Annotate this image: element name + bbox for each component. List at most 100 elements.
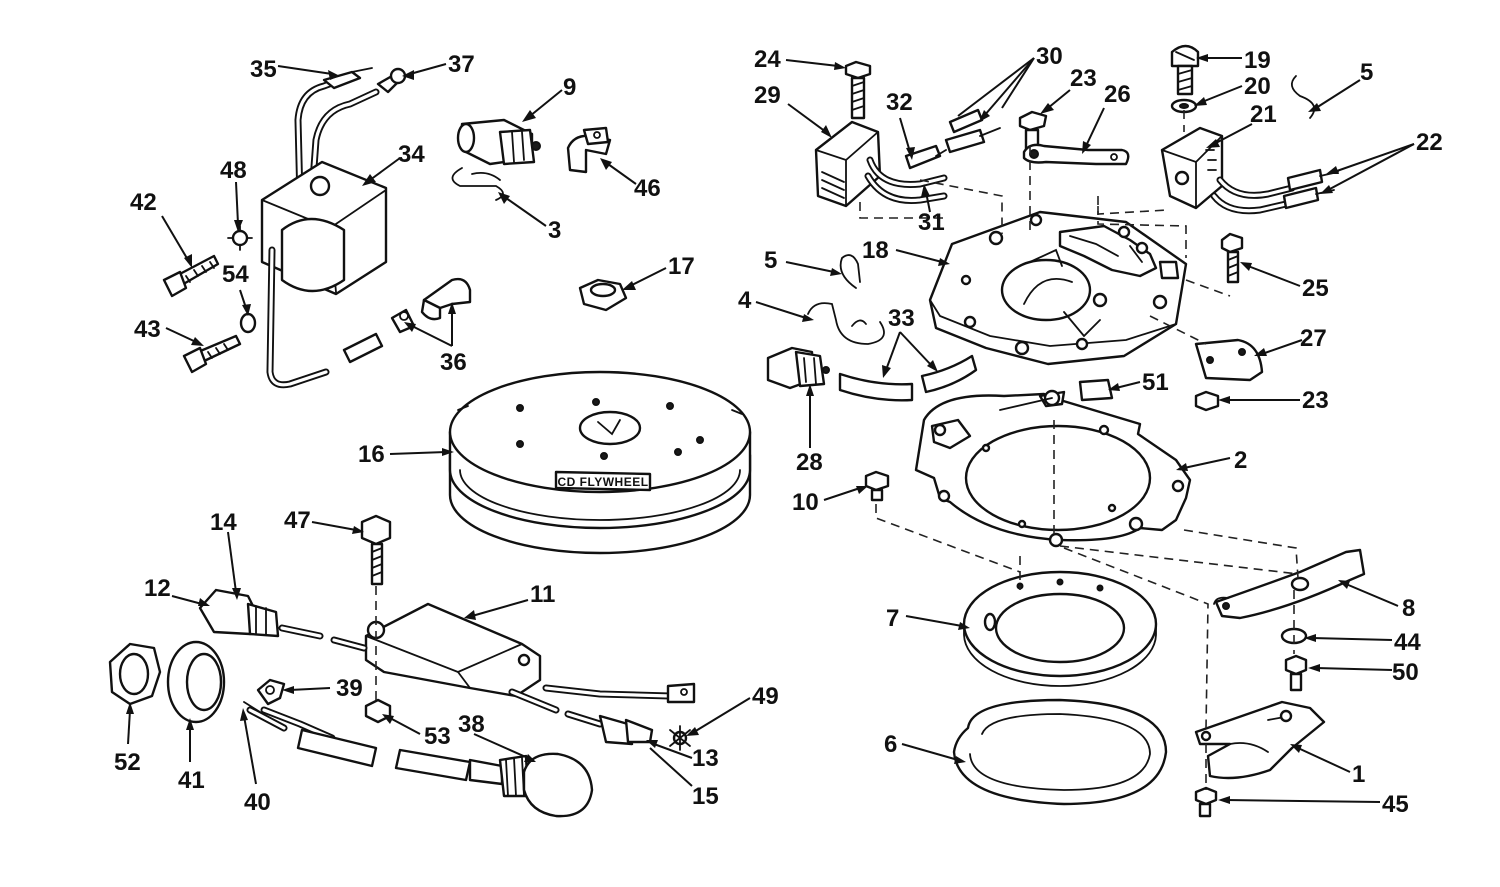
callout-40: 40 bbox=[244, 789, 271, 816]
cd-module bbox=[364, 602, 542, 698]
callout-23-lower: 23 bbox=[1302, 387, 1329, 414]
callout-leaders bbox=[126, 54, 1415, 804]
nut-52 bbox=[108, 642, 162, 706]
flywheel: CD FLYWHEEL bbox=[448, 370, 752, 555]
callout-38: 38 bbox=[458, 711, 485, 738]
callout-12: 12 bbox=[144, 575, 171, 602]
spark-plug-cap bbox=[456, 118, 541, 166]
callout-22: 22 bbox=[1416, 129, 1443, 156]
callout-5-lower: 5 bbox=[764, 247, 777, 274]
callout-5-upper: 5 bbox=[1360, 59, 1373, 86]
flywheel-nut bbox=[578, 278, 628, 312]
washer-54 bbox=[239, 312, 257, 334]
callout-47: 47 bbox=[284, 507, 311, 534]
callout-48: 48 bbox=[220, 157, 247, 184]
connector-28 bbox=[766, 346, 830, 390]
callout-46: 46 bbox=[634, 175, 661, 202]
callout-41: 41 bbox=[178, 767, 205, 794]
callout-39: 39 bbox=[336, 675, 363, 702]
callout-53: 53 bbox=[424, 723, 451, 750]
lock-washer-48 bbox=[227, 225, 253, 251]
callout-30: 30 bbox=[1036, 43, 1063, 70]
screw-47 bbox=[360, 514, 392, 586]
screw-45 bbox=[1194, 786, 1218, 818]
callout-16: 16 bbox=[358, 441, 385, 468]
callout-54: 54 bbox=[222, 261, 249, 288]
cable-clamp bbox=[566, 126, 612, 174]
callout-43: 43 bbox=[134, 316, 161, 343]
callout-6: 6 bbox=[884, 731, 897, 758]
callout-42: 42 bbox=[130, 189, 157, 216]
sensor-29 bbox=[814, 60, 1001, 208]
sensor-21 bbox=[1160, 44, 1339, 215]
retainer-plate bbox=[914, 389, 1192, 548]
callout-14: 14 bbox=[210, 509, 237, 536]
callout-3: 3 bbox=[548, 217, 561, 244]
callout-9: 9 bbox=[563, 74, 576, 101]
callout-49: 49 bbox=[752, 683, 779, 710]
star-washer-49 bbox=[669, 725, 691, 751]
callout-33: 33 bbox=[888, 305, 915, 332]
throttle-cam bbox=[1194, 700, 1326, 780]
block-51 bbox=[1078, 378, 1114, 402]
callout-36: 36 bbox=[440, 349, 467, 376]
callout-20: 20 bbox=[1244, 73, 1271, 100]
callout-31: 31 bbox=[918, 209, 945, 236]
flywheel-marking: CD FLYWHEEL bbox=[557, 475, 648, 489]
callout-44: 44 bbox=[1394, 629, 1421, 656]
callout-2: 2 bbox=[1234, 447, 1247, 474]
stop-switch bbox=[243, 678, 594, 818]
connector-plug bbox=[198, 588, 368, 652]
split-ring bbox=[952, 698, 1168, 806]
callout-35: 35 bbox=[250, 56, 277, 83]
bolt-42 bbox=[162, 254, 220, 298]
callout-23-upper: 23 bbox=[1070, 65, 1097, 92]
assembly-lines bbox=[375, 110, 1299, 790]
screw-25 bbox=[1220, 232, 1244, 284]
sleeves-33 bbox=[838, 354, 978, 402]
callout-1: 1 bbox=[1352, 761, 1365, 788]
spring-4 bbox=[807, 302, 885, 345]
callout-11: 11 bbox=[530, 581, 555, 608]
armature-plate bbox=[928, 210, 1188, 366]
callout-29: 29 bbox=[754, 82, 781, 109]
bearing-ring bbox=[962, 570, 1158, 687]
spring-5-lower bbox=[839, 254, 861, 289]
shield-27 bbox=[1194, 338, 1264, 382]
spring-5-top bbox=[1290, 75, 1316, 119]
callout-labels: 35 37 34 9 48 42 46 3 54 43 36 17 16 14 … bbox=[114, 43, 1443, 818]
callout-50: 50 bbox=[1392, 659, 1419, 686]
screw-10 bbox=[864, 470, 890, 502]
callout-4: 4 bbox=[738, 287, 752, 314]
clip-26 bbox=[1022, 143, 1130, 166]
timer-arm bbox=[1213, 548, 1366, 620]
callout-24: 24 bbox=[754, 46, 781, 73]
spring-clip-3 bbox=[451, 167, 504, 201]
callout-7: 7 bbox=[886, 605, 899, 632]
callout-32: 32 bbox=[886, 89, 913, 116]
seal-41 bbox=[166, 640, 226, 724]
callout-18: 18 bbox=[862, 237, 889, 264]
callout-15: 15 bbox=[692, 783, 719, 810]
callout-51: 51 bbox=[1142, 369, 1169, 396]
ignition-coil bbox=[260, 67, 407, 389]
callout-13: 13 bbox=[692, 745, 719, 772]
callout-19: 19 bbox=[1244, 47, 1271, 74]
screw-23-lower bbox=[1194, 390, 1220, 412]
callout-10: 10 bbox=[792, 489, 819, 516]
callout-34: 34 bbox=[398, 141, 425, 168]
callout-45: 45 bbox=[1382, 791, 1409, 818]
callout-52: 52 bbox=[114, 749, 141, 776]
callout-28: 28 bbox=[796, 449, 823, 476]
screw-50 bbox=[1284, 654, 1308, 692]
callout-21: 21 bbox=[1250, 101, 1277, 128]
module-leads bbox=[508, 682, 696, 746]
callout-37: 37 bbox=[448, 51, 475, 78]
boot-36 bbox=[342, 277, 472, 364]
callout-17: 17 bbox=[668, 253, 695, 280]
callout-25: 25 bbox=[1302, 275, 1329, 302]
callout-27: 27 bbox=[1300, 325, 1327, 352]
callout-8: 8 bbox=[1402, 595, 1415, 622]
bolt-43 bbox=[182, 334, 242, 374]
